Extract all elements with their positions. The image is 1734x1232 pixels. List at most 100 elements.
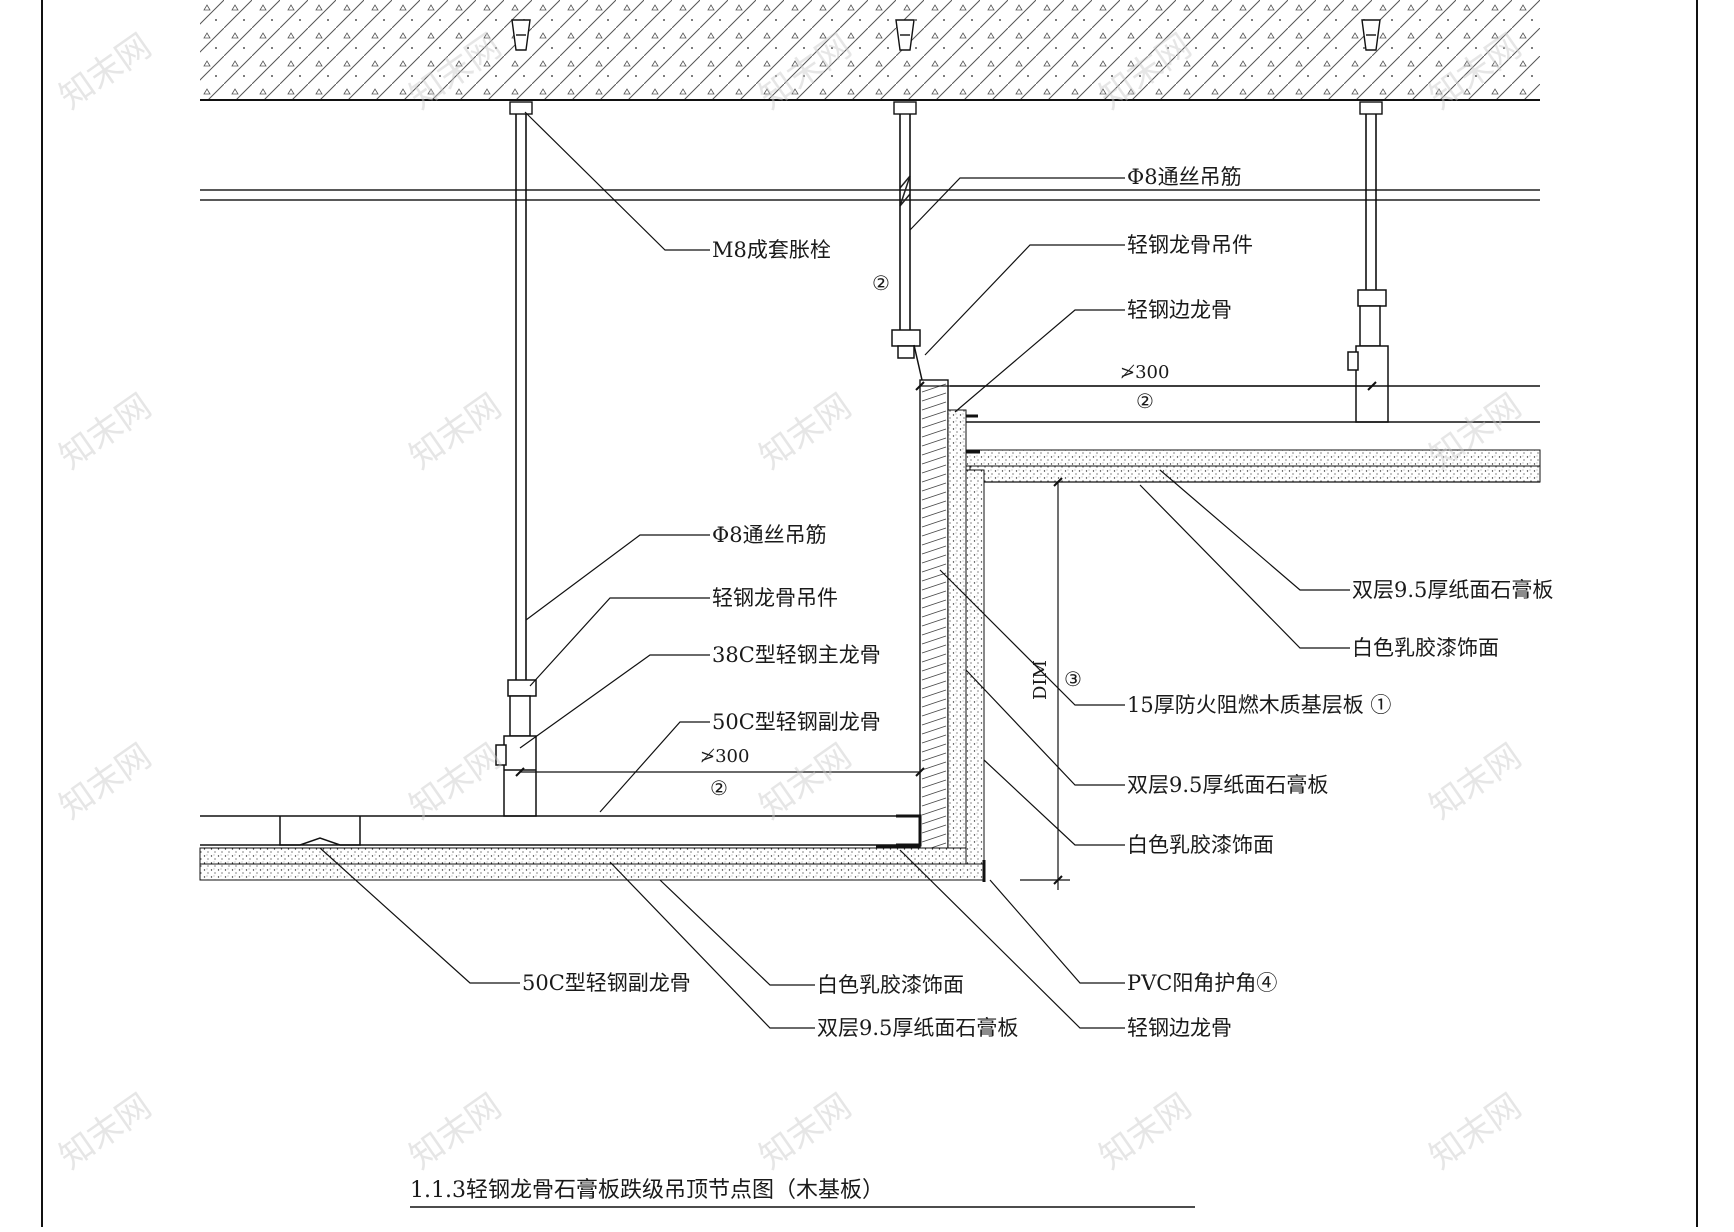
label-upper-gypsum: 双层9.5厚纸面石膏板 [1352, 578, 1553, 602]
hatch-line [921, 716, 947, 726]
anchor-mid [893, 19, 917, 115]
hatch-line [921, 833, 947, 843]
hatch-line [921, 446, 947, 456]
label-paint-bottom: 白色乳胶漆饰面 [817, 973, 964, 997]
watermark-text: 知末网 [52, 1086, 158, 1177]
marker-3: ③ [1064, 667, 1082, 691]
vertical-gypsum-1 [947, 409, 967, 851]
hatch-line [921, 653, 947, 663]
rods [515, 114, 1377, 680]
label-fire-board: 15厚防火阻燃木质基层板 ① [1127, 693, 1391, 717]
hatch-line [921, 824, 947, 834]
hatch-line [921, 761, 947, 771]
label-gypsum-bottom: 双层9.5厚纸面石膏板 [817, 1016, 1018, 1040]
hatch-line [921, 698, 947, 708]
dim-line-upper [915, 381, 1377, 391]
hatch-line [921, 419, 947, 429]
hatch-line [921, 608, 947, 618]
hatch-line [921, 815, 947, 825]
hatch-line [921, 743, 947, 753]
hatch-line [921, 509, 947, 519]
hatch-line [921, 554, 947, 564]
label-upper-paint: 白色乳胶漆饰面 [1352, 636, 1499, 660]
hatch-line [921, 455, 947, 465]
concrete-slab [200, 0, 1540, 100]
dim-vertical-label: DIM [1030, 660, 1051, 700]
hatch-line [921, 734, 947, 744]
vertical-gypsum-2 [965, 469, 985, 881]
hatch-line [921, 500, 947, 510]
hatch-line [921, 536, 947, 546]
marker-2-top: ② [872, 271, 890, 295]
hatch-line [921, 725, 947, 735]
hatch-line [921, 437, 947, 447]
watermark-text: 知末网 [1422, 736, 1528, 827]
label-hanger-left: 轻钢龙骨吊件 [712, 586, 838, 610]
drawing-title: 1.1.3轻钢龙骨石膏板跌级吊顶节点图（木基板） [410, 1178, 884, 1203]
hatch-line [921, 770, 947, 780]
watermark-text: 知末网 [52, 26, 158, 117]
hatch-line [921, 806, 947, 816]
dim-upper-label: ≯300 [1120, 362, 1169, 383]
hatch-line [921, 464, 947, 474]
hatch-line [921, 410, 947, 420]
hatch-line [921, 779, 947, 789]
label-main-keel: 38C型轻钢主龙骨 [712, 643, 881, 667]
watermark-text: 知末网 [752, 386, 858, 477]
hatch-line [921, 680, 947, 690]
watermark-text: 知末网 [1422, 1086, 1528, 1177]
hatch-line [921, 662, 947, 672]
hatch-line [921, 581, 947, 591]
hatch-line [921, 689, 947, 699]
watermark-text: 知末网 [52, 736, 158, 827]
hatch-line [921, 482, 947, 492]
hatch-line [921, 491, 947, 501]
dim-lower-label: ≯300 [700, 746, 749, 767]
hatch-line [921, 644, 947, 654]
fire-board-hatch [921, 383, 947, 852]
marker-2-upper: ② [1136, 389, 1154, 413]
watermark-text: 知末网 [402, 1086, 508, 1177]
label-edge-keel-top: 轻钢边龙骨 [1127, 298, 1232, 322]
hanger-right [1347, 289, 1389, 423]
hatch-line [921, 545, 947, 555]
hatch-line [921, 626, 947, 636]
label-rod-left: Φ8通丝吊筋 [712, 523, 827, 547]
hatch-line [921, 473, 947, 483]
dim-vertical [1020, 477, 1070, 890]
anchor-left [509, 19, 533, 115]
watermark-text: 知末网 [52, 386, 158, 477]
hatch-line [921, 599, 947, 609]
marker-2-lower: ② [710, 776, 728, 800]
label-sub-keel-bottom: 50C型轻钢副龙骨 [522, 971, 691, 995]
anchor-right [1359, 19, 1383, 115]
hanger-left [495, 679, 537, 817]
dim-line-lower [515, 767, 925, 777]
hatch-line [921, 617, 947, 627]
label-edge-keel-bottom: 轻钢边龙骨 [1127, 1016, 1232, 1040]
hatch-line [921, 752, 947, 762]
hatch-line [921, 590, 947, 600]
label-sub-keel-left: 50C型轻钢副龙骨 [712, 710, 881, 734]
hatch-line [921, 428, 947, 438]
break-line [200, 175, 1540, 207]
hatch-line [921, 635, 947, 645]
hatch-line [921, 518, 947, 528]
hanger-mid [891, 329, 923, 381]
hatch-line [921, 383, 947, 393]
lower-gypsum-1 [199, 847, 967, 865]
hatch-line [921, 563, 947, 573]
label-mid-gypsum: 双层9.5厚纸面石膏板 [1127, 773, 1328, 797]
hatch-line [921, 788, 947, 798]
hatch-line [921, 572, 947, 582]
fire-board [919, 379, 949, 851]
label-mid-paint: 白色乳胶漆饰面 [1127, 833, 1274, 857]
hatch-line [921, 797, 947, 807]
sub-keel-profile [279, 816, 361, 846]
watermark-text: 知末网 [402, 736, 508, 827]
hatch-line [921, 401, 947, 411]
watermark-text: 知末网 [1092, 1086, 1198, 1177]
lower-edge-keel [896, 814, 922, 847]
